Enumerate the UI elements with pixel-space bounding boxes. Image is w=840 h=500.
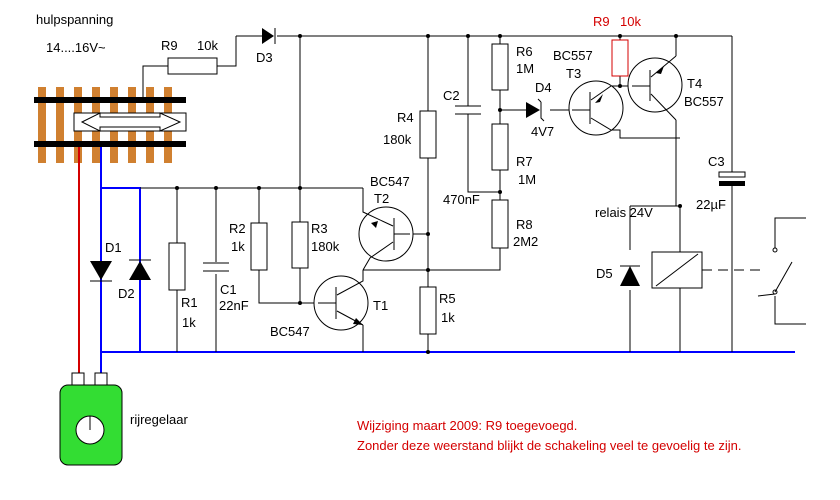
change-note-line1: Wijziging maart 2009: R9 toegevoegd. <box>357 418 577 433</box>
label-r9-red: R9 <box>593 14 610 29</box>
relay-switch <box>757 247 793 297</box>
label-t2: T2 <box>374 191 389 206</box>
resistor-r1 <box>168 242 186 291</box>
speed-controller <box>59 372 123 466</box>
label-d2: D2 <box>118 286 135 301</box>
value-c1: 22nF <box>219 298 249 313</box>
label-r8: R8 <box>516 217 533 232</box>
label-r9-top: R9 <box>161 38 178 53</box>
label-r4: R4 <box>397 110 414 125</box>
capacitor-c3 <box>718 171 746 186</box>
label-r7: R7 <box>516 154 533 169</box>
label-controller: rijregelaar <box>130 412 188 427</box>
type-t1: BC547 <box>270 324 310 339</box>
value-r4: 180k <box>383 132 412 147</box>
transistor-t3 <box>568 80 624 136</box>
type-t4: BC557 <box>684 94 724 109</box>
supply-voltage: 14....16V~ <box>46 40 106 55</box>
label-c1: C1 <box>220 282 237 297</box>
value-r9-top: 10k <box>197 38 218 53</box>
value-r5: 1k <box>441 310 455 325</box>
label-r2: R2 <box>229 221 246 236</box>
label-relay: relais 24V <box>595 205 653 220</box>
resistor-r4 <box>419 110 437 159</box>
diode-d5 <box>620 265 640 286</box>
resistor-r8 <box>491 199 509 249</box>
supply-title: hulpspanning <box>36 12 113 27</box>
value-r6: 1M <box>516 61 534 76</box>
value-r7: 1M <box>518 172 536 187</box>
resistor-r9-red <box>611 39 629 77</box>
value-d4: 4V7 <box>531 124 554 139</box>
diode-d4 <box>526 98 545 122</box>
junction-dots <box>175 34 682 354</box>
label-d3: D3 <box>256 50 273 65</box>
value-r2: 1k <box>231 239 245 254</box>
resistor-r2 <box>250 222 268 271</box>
type-t3: BC557 <box>553 48 593 63</box>
diode-d1 <box>90 261 112 282</box>
resistor-r9-top <box>167 57 218 75</box>
value-r8: 2M2 <box>513 234 538 249</box>
label-r5: R5 <box>439 291 456 306</box>
label-r6: R6 <box>516 44 533 59</box>
capacitor-c2 <box>455 98 481 122</box>
value-c3: 22µF <box>696 197 726 212</box>
label-d4: D4 <box>535 80 552 95</box>
resistor-r5 <box>419 286 437 335</box>
transistor-t2 <box>358 188 414 271</box>
diode-d2 <box>129 259 151 280</box>
change-note-line2: Zonder deze weerstand blijkt de schakeli… <box>357 438 741 453</box>
label-r1: R1 <box>181 295 198 310</box>
relay-coil <box>651 251 760 289</box>
diode-d3 <box>257 28 276 44</box>
model-track <box>34 87 187 163</box>
label-d5: D5 <box>596 266 613 281</box>
transistor-t4 <box>627 55 683 121</box>
type-t2: BC547 <box>370 174 410 189</box>
resistor-r3 <box>291 221 309 269</box>
transistor-t1 <box>313 275 369 331</box>
value-c2: 470nF <box>443 192 480 207</box>
label-d1: D1 <box>105 240 122 255</box>
value-r9-red: 10k <box>620 14 641 29</box>
label-c2: C2 <box>443 88 460 103</box>
value-r3: 180k <box>311 239 340 254</box>
resistor-r6 <box>491 43 509 91</box>
label-t4: T4 <box>687 76 702 91</box>
resistor-r7 <box>491 123 509 171</box>
capacitor-c1 <box>203 262 229 272</box>
value-r1: 1k <box>182 315 196 330</box>
label-t3: T3 <box>566 66 581 81</box>
label-r3: R3 <box>311 221 328 236</box>
label-t1: T1 <box>373 298 388 313</box>
label-c3: C3 <box>708 154 725 169</box>
circuit-wires <box>140 35 806 352</box>
